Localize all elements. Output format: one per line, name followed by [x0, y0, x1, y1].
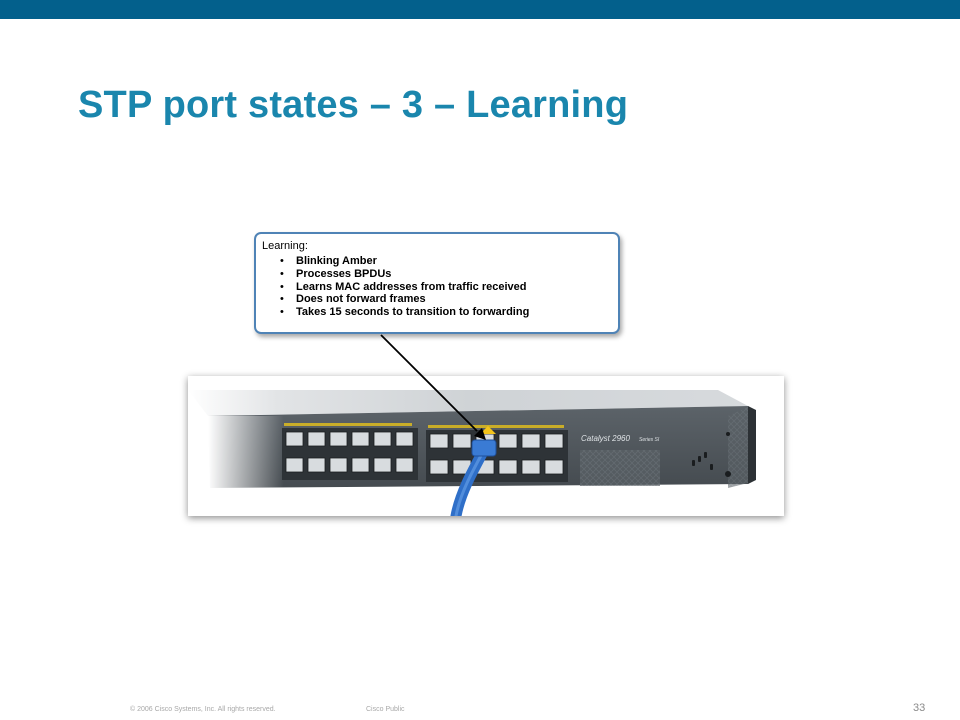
bullet-text: Takes 15 seconds to transition to forwar…: [296, 306, 530, 319]
bullet-text: Learns MAC addresses from traffic receiv…: [296, 280, 527, 293]
top-banner: [0, 0, 960, 19]
bullet-text: Blinking Amber: [296, 255, 377, 267]
callout-bullet-list: •Blinking Amber •Processes BPDUs •Learns…: [262, 255, 618, 319]
list-item: •Takes 15 seconds to transition to forwa…: [280, 306, 530, 319]
network-cable-icon: [450, 439, 497, 522]
list-item: •Processes BPDUs: [280, 267, 392, 280]
switch-photo-frame: Catalyst 2960 Series SI: [188, 376, 784, 522]
switch-model-label: Catalyst 2960: [581, 434, 630, 443]
slide-page-number: 33: [913, 702, 926, 714]
list-item: •Does not forward frames: [280, 293, 426, 306]
footer-classification: Cisco Public: [366, 706, 405, 713]
slide-title: STP port states – 3 – Learning: [78, 84, 629, 126]
switch-photo: Catalyst 2960 Series SI: [188, 390, 756, 522]
learning-callout: Learning: •Blinking Amber •Processes BPD…: [254, 232, 620, 334]
footer-copyright: © 2006 Cisco Systems, Inc. All rights re…: [130, 706, 276, 713]
switch-series-label: Series SI: [639, 437, 660, 443]
list-item: •Blinking Amber: [280, 255, 377, 267]
list-item: •Learns MAC addresses from traffic recei…: [280, 280, 527, 293]
callout-heading: Learning:: [262, 240, 308, 252]
bullet-text: Does not forward frames: [296, 293, 426, 306]
bullet-text: Processes BPDUs: [296, 267, 392, 280]
